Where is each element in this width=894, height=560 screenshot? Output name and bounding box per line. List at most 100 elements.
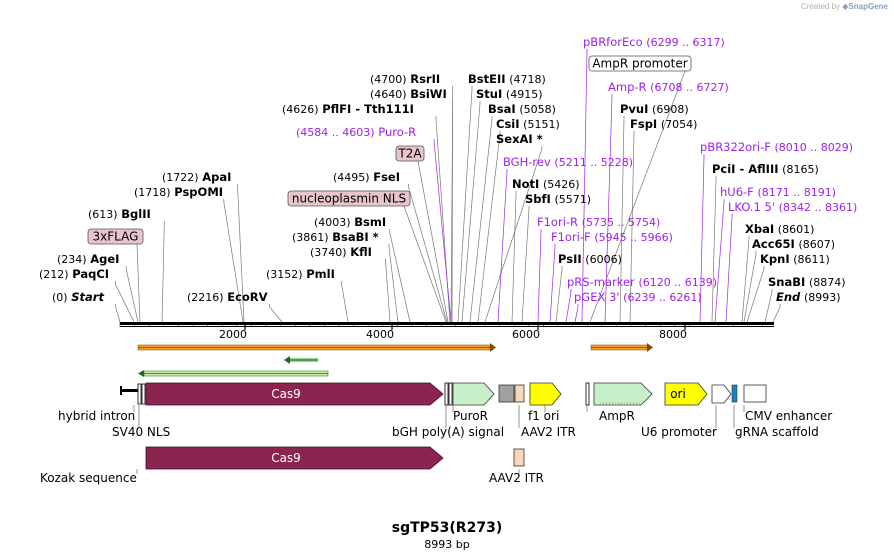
site-label-AmpR_site[interactable]: Amp-R (6708 .. 6727) xyxy=(608,80,729,94)
feature-row-2 xyxy=(145,446,525,470)
leader-line-Start xyxy=(115,304,121,323)
site-label-AgeI[interactable]: (234) AgeI xyxy=(57,252,119,266)
feature-row-1 xyxy=(120,382,767,406)
site-label-End[interactable]: End (8993) xyxy=(776,290,841,304)
leader-line-PaqCI xyxy=(114,281,135,323)
leader-line-SexAI xyxy=(484,146,543,323)
site-label-PsII[interactable]: PsII (6006) xyxy=(558,252,622,266)
site-label-KflI[interactable]: (3740) KflI xyxy=(310,245,372,259)
leader-line-hU6F xyxy=(714,199,725,323)
leader-line-BglII xyxy=(161,221,165,323)
boxed-label-nucleoplasminNLS[interactable] xyxy=(287,190,411,207)
leader-line-pBR322 xyxy=(699,154,705,323)
leader-line-BsaI xyxy=(469,116,493,323)
puror-feature[interactable] xyxy=(452,382,495,406)
site-leader-lines xyxy=(114,49,781,323)
leader-line-SbfI xyxy=(521,206,530,323)
aav2itr-2-label: AAV2 ITR xyxy=(489,471,544,485)
cas9-feature[interactable] xyxy=(145,382,444,406)
site-label-F1oriF[interactable]: F1ori-F (5945 .. 5966) xyxy=(551,230,673,244)
leader-line-AmpR_site xyxy=(604,94,613,323)
site-label-SbfI[interactable]: SbfI (5571) xyxy=(525,192,591,206)
map-subtitle: 8993 bp xyxy=(424,538,470,551)
snapgene-logo-icon: ◆ xyxy=(842,2,849,11)
leader-line-KpnI xyxy=(746,266,765,323)
site-label-F1oriR[interactable]: F1ori-R (5735 .. 5754) xyxy=(537,215,660,229)
green-range-bars xyxy=(138,356,329,377)
site-labels: (4700) RsrII BstEII (4718) (4640) BsiWI Stu… xyxy=(39,35,857,304)
credit-prefix: Created by xyxy=(800,2,841,11)
site-label-NotI[interactable]: NotI (5426) xyxy=(512,177,580,191)
leader-line-LKO xyxy=(725,214,733,323)
leader-line-PsII xyxy=(555,266,563,323)
ori-feature[interactable] xyxy=(664,382,708,406)
site-label-hU6F[interactable]: hU6-F (8171 .. 8191) xyxy=(720,185,836,199)
site-label-ApaI[interactable]: (1722) ApaI xyxy=(162,170,231,184)
site-label-PciI[interactable]: PciI - AflIII (8165) xyxy=(712,162,819,176)
leader-line-FseI xyxy=(408,184,448,323)
f1-ori-feature[interactable] xyxy=(529,382,562,406)
site-label-BsiWI[interactable]: (4640) BsiWI xyxy=(370,87,447,101)
site-label-PspOMI[interactable]: (1718) PspOMI xyxy=(134,185,223,199)
site-label-RsrII[interactable]: (4700) RsrII xyxy=(370,72,440,86)
u6-label: U6 promoter xyxy=(641,425,717,439)
leader-line-PvuI xyxy=(619,116,625,323)
boxed-label-3xFLAG[interactable] xyxy=(87,228,144,245)
site-label-SnaBI[interactable]: SnaBI (8874) xyxy=(768,275,846,289)
site-label-StuI[interactable]: StuI (4915) xyxy=(476,87,542,101)
aav2itr-label: AAV2 ITR xyxy=(521,425,576,439)
sv40-nls-label: SV40 NLS xyxy=(112,425,170,439)
orange-range-bars xyxy=(137,343,653,352)
site-label-PflFI[interactable]: (4626) PflFI - Tth111I xyxy=(282,102,414,116)
bgh-label: bGH poly(A) signal xyxy=(392,425,504,439)
site-label-PvuI[interactable]: PvuI (6908) xyxy=(620,102,689,116)
leader-line-NotI xyxy=(511,191,517,323)
site-label-PmlI[interactable]: (3152) PmlI xyxy=(266,267,335,281)
site-label-FspI[interactable]: FspI (7054) xyxy=(630,117,697,131)
leader-line-pGEX3 xyxy=(574,304,579,323)
site-label-BGHrev[interactable]: BGH-rev (5211 .. 5228) xyxy=(503,155,633,169)
leader-line-PspOMI xyxy=(223,199,244,323)
site-label-LKO[interactable]: LKO.1 5' (8342 .. 8361) xyxy=(728,200,857,214)
site-label-Acc65I[interactable]: Acc65I (8607) xyxy=(752,237,835,251)
leader-line-PuroR_site xyxy=(433,139,452,323)
boxed-label-T2A[interactable] xyxy=(395,145,425,162)
site-label-pBRforEco[interactable]: pBRforEco (6299 .. 6317) xyxy=(583,35,725,49)
site-label-KpnI[interactable]: KpnI (8611) xyxy=(760,252,830,266)
site-label-XbaI[interactable]: XbaI (8601) xyxy=(745,222,814,236)
cas9-feature-2[interactable] xyxy=(145,446,444,470)
site-label-BsaI[interactable]: BsaI (5058) xyxy=(488,102,556,116)
site-label-PaqCI[interactable]: (212) PaqCI xyxy=(39,267,109,281)
snapgene-credit: Created by ◆SnapGene xyxy=(801,2,888,11)
site-label-pBR322[interactable]: pBR322ori-F (8010 .. 8029) xyxy=(700,140,853,154)
site-label-FseI[interactable]: (4495) FseI xyxy=(333,170,400,184)
u6-promoter-feature[interactable] xyxy=(711,384,732,404)
leader-line-StuI xyxy=(461,101,481,323)
credit-brand: SnapGene xyxy=(848,2,888,11)
leader-line-End xyxy=(772,304,781,323)
site-label-PuroR_site[interactable]: (4584 .. 4603) Puro-R xyxy=(296,125,416,139)
leader-line-AgeI xyxy=(125,266,139,323)
leader-line-nucleoplasminNLS xyxy=(403,205,447,323)
cas9-label: Cas9 xyxy=(271,387,301,401)
site-label-BsmI[interactable]: (4003) BsmI xyxy=(314,215,386,229)
site-label-BsaBI[interactable]: (3861) BsaBI * xyxy=(292,230,379,244)
ruler-tick-label: 6000 xyxy=(512,328,540,341)
site-label-BstEII[interactable]: BstEII (4718) xyxy=(468,72,546,86)
site-label-BglII[interactable]: (613) BglII xyxy=(88,207,151,221)
site-label-pGEX3[interactable]: pGEX 3' (6239 .. 6261) xyxy=(574,290,702,304)
site-label-CsiI[interactable]: CsiI (5151) xyxy=(496,117,560,131)
leader-line-PciI xyxy=(711,176,717,323)
site-label-pRSmarker[interactable]: pRS-marker (6120 .. 6139) xyxy=(567,275,717,289)
boxed-label-AmpRpromoter[interactable] xyxy=(588,55,692,72)
ruler-tick-label: 8000 xyxy=(659,328,687,341)
site-label-EcoRV[interactable]: (2216) EcoRV xyxy=(187,290,268,304)
boxed-label-text-AmpRpromoter: AmpR promoter xyxy=(592,57,687,71)
leader-line-3xFLAG xyxy=(136,243,141,323)
site-label-SexAI[interactable]: SexAI * xyxy=(496,132,543,146)
site-label-Start[interactable]: (0) Start xyxy=(52,290,104,304)
boxed-label-text-T2A: T2A xyxy=(397,147,422,161)
ampr-feature[interactable] xyxy=(593,382,653,406)
leader-line-SnaBI xyxy=(764,289,773,323)
